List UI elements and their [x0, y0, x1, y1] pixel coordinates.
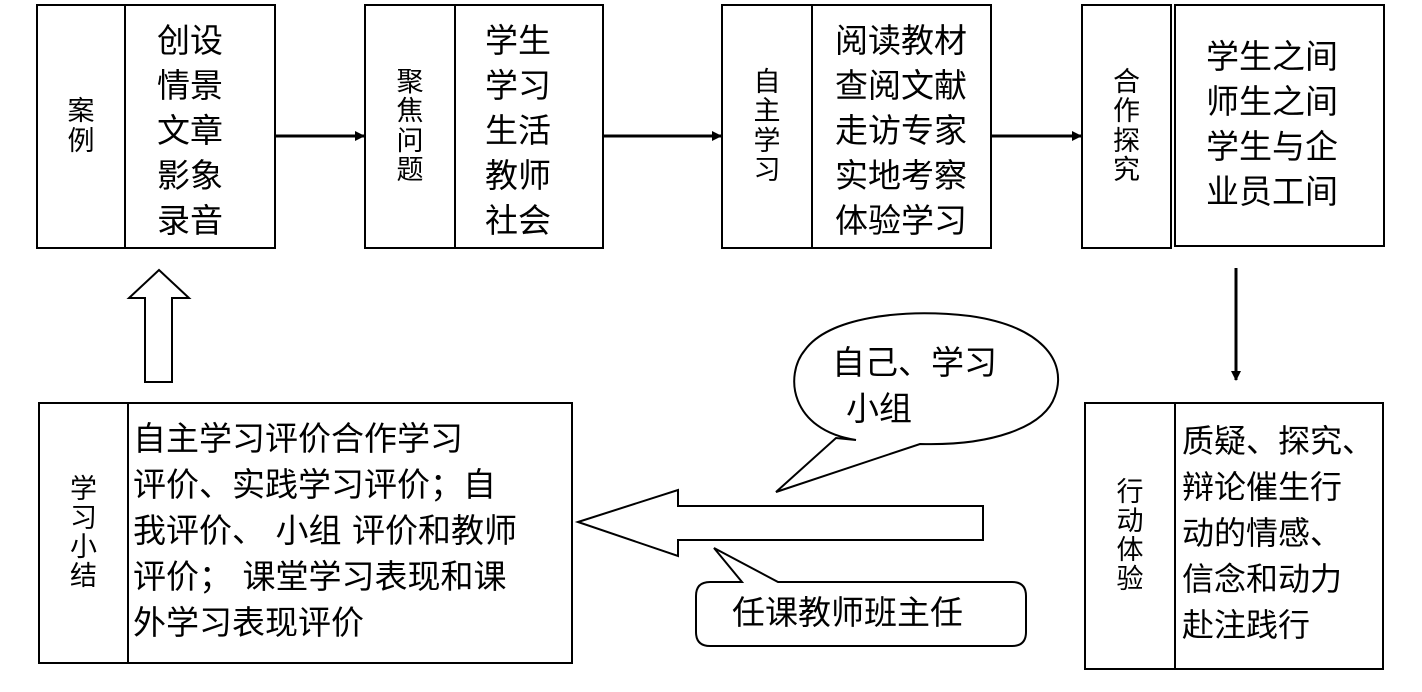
- callout-self-group-line2: 小组: [846, 389, 912, 428]
- case-item: 情景: [157, 66, 223, 105]
- summary-line: 评价； 课堂学习表现和课: [133, 557, 507, 596]
- focus-item: 社会: [485, 201, 551, 240]
- hollow-arrow-left: [574, 488, 984, 558]
- box-focus: 聚焦问题 学生 学习 生活 教师 社会: [364, 4, 604, 249]
- box-summary: 学习小结 自主学习评价合作学习 评价、实践学习评价；自 我评价、 小组 评价和教…: [38, 402, 573, 664]
- summary-line: 自主学习评价合作学习: [133, 419, 463, 458]
- box-self-study: 自主学习 阅读教材 查阅文献 走访专家 实地考察 体验学习: [721, 4, 992, 249]
- callout-teacher: [695, 547, 1027, 647]
- action-item: 辩论催生行: [1182, 468, 1343, 506]
- self-study-item: 体验学习: [835, 201, 967, 240]
- focus-item: 教师: [485, 156, 551, 195]
- action-item: 信念和动力: [1182, 560, 1343, 598]
- summary-line: 外学习表现评价: [133, 603, 364, 642]
- box-self-study-label-cell: 自主学习: [723, 6, 813, 247]
- self-study-item: 查阅文献: [835, 66, 967, 105]
- hollow-arrow-up: [126, 268, 192, 383]
- box-case-label-cell: 案例: [38, 6, 126, 247]
- focus-item: 学生: [485, 21, 551, 60]
- self-study-item: 阅读教材: [835, 21, 967, 60]
- callout-self-group-text: 自己、学习 小组: [832, 340, 997, 432]
- cooperate-item: 学生与企: [1206, 127, 1338, 166]
- box-case: 案例 创设 情景 文章 影象 录音: [36, 4, 276, 249]
- focus-item: 学习: [485, 66, 551, 105]
- action-item: 动的情感、: [1182, 514, 1343, 552]
- case-item: 创设: [157, 21, 223, 60]
- case-item: 影象: [157, 156, 223, 195]
- box-summary-label: 学习小结: [70, 473, 97, 593]
- box-cooperate-label: 合作探究: [1113, 67, 1140, 186]
- cooperate-item: 学生之间: [1206, 37, 1338, 76]
- summary-line: 评价、实践学习评价；自: [133, 465, 496, 504]
- speech-bubble-self-group: [775, 312, 1060, 493]
- summary-line: 我评价、 小组 评价和教师: [133, 511, 517, 550]
- box-cooperate: 学生之间 师生之间 学生与企 业员工间: [1174, 4, 1385, 247]
- focus-item: 生活: [485, 111, 551, 150]
- self-study-item: 走访专家: [835, 111, 967, 150]
- box-action: 行动体验 质疑、探究、 辩论催生行 动的情感、 信念和动力 赴注践行: [1084, 402, 1384, 670]
- callout-self-group-line1: 自己、学习: [832, 343, 997, 382]
- box-focus-label-cell: 聚焦问题: [366, 6, 456, 247]
- self-study-item: 实地考察: [835, 156, 967, 195]
- box-case-label: 案例: [67, 96, 95, 157]
- box-action-label-cell: 行动体验: [1086, 404, 1176, 668]
- cooperate-item: 业员工间: [1206, 172, 1338, 211]
- cooperate-item: 师生之间: [1206, 82, 1338, 121]
- box-focus-label: 聚焦问题: [396, 67, 424, 186]
- box-cooperate-label-box: 合作探究: [1081, 4, 1172, 249]
- box-action-label: 行动体验: [1116, 476, 1144, 596]
- case-item: 文章: [157, 111, 223, 150]
- box-self-study-label: 自主学习: [753, 67, 781, 186]
- case-item: 录音: [157, 201, 223, 240]
- callout-teacher-text: 任课教师班主任: [732, 593, 963, 632]
- action-item: 质疑、探究、: [1182, 422, 1375, 460]
- box-summary-label-cell: 学习小结: [40, 404, 129, 662]
- action-item: 赴注践行: [1182, 606, 1311, 644]
